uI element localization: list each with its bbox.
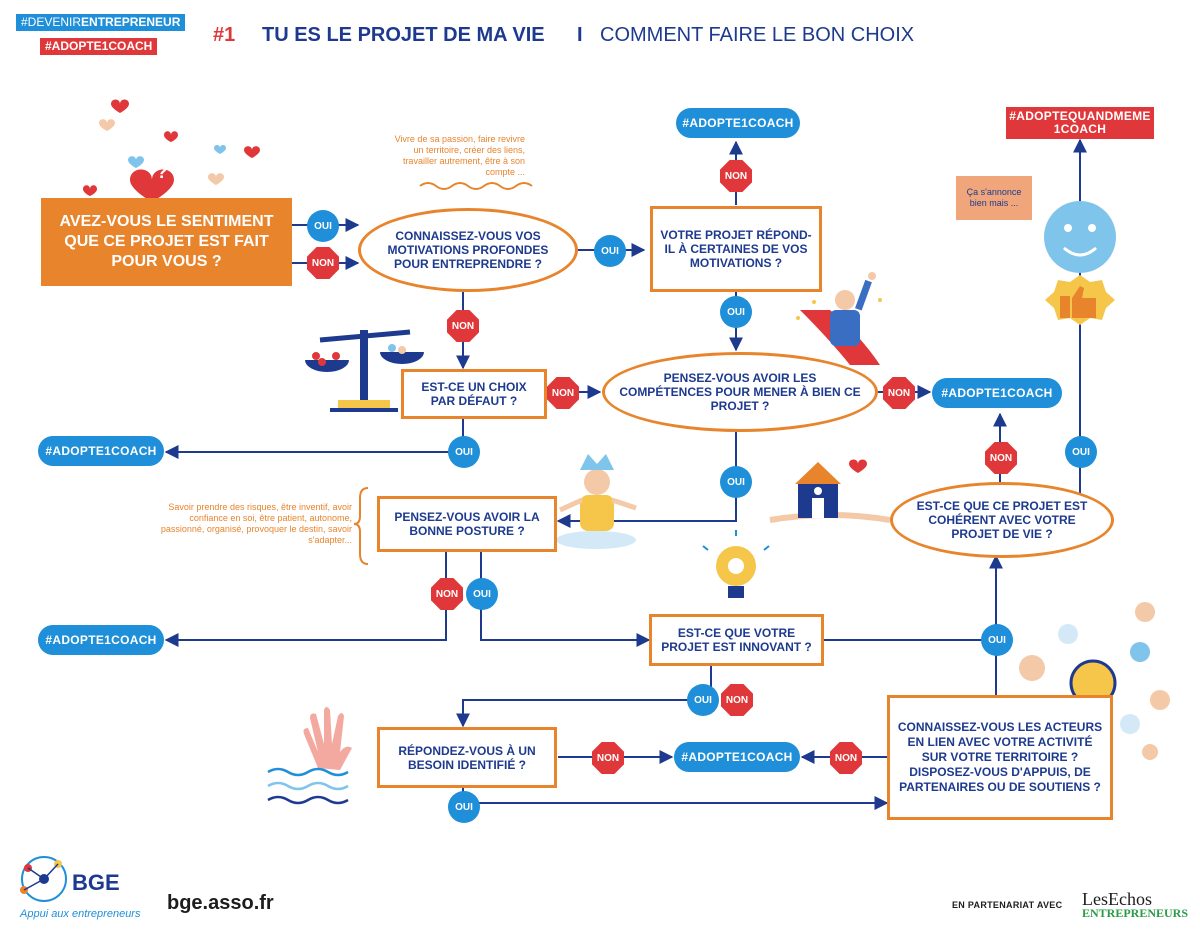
- badge-non-besoin: NON: [592, 742, 624, 774]
- title-separator: I: [577, 24, 583, 46]
- page-title: TU ES LE PROJET DE MA VIE: [262, 24, 545, 46]
- note-posture: Savoir prendre des risques, être inventi…: [160, 502, 352, 545]
- hearts-icon: [83, 99, 867, 473]
- node-repond: VOTRE PROJET RÉPOND-IL À CERTAINES DE VO…: [650, 206, 822, 292]
- badge-oui-start: OUI: [307, 210, 339, 242]
- tag-adopte1coach-competences: #ADOPTE1COACH: [932, 378, 1062, 408]
- badge-oui-motivations: OUI: [594, 235, 626, 267]
- speech-bubble: Ça s'annonce bien mais ...: [956, 176, 1032, 220]
- tag-adopte-quand-meme: #ADOPTEQUANDMEME 1COACH: [1006, 107, 1154, 139]
- people-network-icon: [1019, 602, 1170, 760]
- badge-oui-choix: OUI: [448, 436, 480, 468]
- hashtag-devenir-entrepreneur: #DEVENIRENTREPRENEUR: [16, 14, 186, 31]
- footer-url[interactable]: bge.asso.fr: [167, 892, 274, 914]
- link-innovant-oui-gauche: [456, 666, 712, 728]
- les-echos-logo: LesEchos: [1082, 889, 1152, 909]
- bge-tagline: Appui aux entrepreneurs: [20, 908, 141, 920]
- node-acteurs: CONNAISSEZ-VOUS LES ACTEURS EN LIEN AVEC…: [887, 695, 1113, 820]
- partner-label: EN PARTENARIAT AVEC: [952, 900, 1063, 910]
- badge-non-choix: NON: [547, 377, 579, 409]
- badge-oui-coherent: OUI: [1065, 436, 1097, 468]
- lightbulb-icon: [702, 530, 770, 598]
- tag-adopte1coach-top: #ADOPTE1COACH: [676, 108, 800, 138]
- link-posture-non: [164, 552, 447, 647]
- badge-non-innovant: NON: [721, 684, 753, 716]
- link-choix-oui: [164, 418, 464, 459]
- link-competences-oui: [556, 432, 737, 528]
- link-posture-oui: [480, 552, 651, 647]
- node-start: AVEZ-VOUS LE SENTIMENT QUE CE PROJET EST…: [41, 198, 292, 286]
- node-motivations: CONNAISSEZ-VOUS VOS MOTIVATIONS PROFONDE…: [358, 208, 578, 292]
- title-number: #1: [213, 24, 236, 46]
- badge-non-posture: NON: [431, 578, 463, 610]
- badge-non-acteurs: NON: [830, 742, 862, 774]
- badge-non-coherent: NON: [985, 442, 1017, 474]
- badge-non-repond: NON: [720, 160, 752, 192]
- badge-oui-besoin: OUI: [448, 791, 480, 823]
- drowning-hand-icon: [267, 707, 352, 805]
- hashtag-light-text: #DEVENIR: [21, 15, 82, 29]
- meditating-person-icon: [556, 454, 637, 549]
- page-subtitle: COMMENT FAIRE LE BON CHOIX: [600, 24, 915, 46]
- bge-logo-icon: [20, 856, 67, 902]
- badge-non-start: NON: [307, 247, 339, 279]
- hashtag-bold-text: ENTREPRENEUR: [81, 15, 181, 29]
- badge-oui-innovant: OUI: [687, 684, 719, 716]
- badge-oui-posture: OUI: [466, 578, 498, 610]
- tag-adopte1coach-besoin: #ADOPTE1COACH: [674, 742, 800, 772]
- wavy-line-icon: [419, 182, 533, 190]
- tag-adopte1coach-choix: #ADOPTE1COACH: [38, 436, 164, 466]
- heart-question-mark: ?: [156, 162, 168, 182]
- scales-icon: [305, 329, 424, 412]
- tag-adopte1coach-posture: #ADOPTE1COACH: [38, 625, 164, 655]
- node-coherent: EST-CE QUE CE PROJET EST COHÉRENT AVEC V…: [890, 482, 1114, 558]
- node-posture: PENSEZ-VOUS AVOIR LA BONNE POSTURE ?: [377, 496, 557, 552]
- hashtag-adopte1coach: #ADOPTE1COACH: [40, 38, 158, 55]
- node-besoin: RÉPONDEZ-VOUS À UN BESOIN IDENTIFIÉ ?: [377, 727, 557, 788]
- note-passion: Vivre de sa passion, faire revivre un te…: [394, 134, 525, 177]
- badge-oui-competences: OUI: [720, 466, 752, 498]
- badge-oui-repond: OUI: [720, 296, 752, 328]
- link-besoin-oui: [462, 788, 889, 810]
- badge-non-competences: NON: [883, 377, 915, 409]
- house-icon: [769, 462, 891, 523]
- badge-oui-acteurs: OUI: [981, 624, 1013, 656]
- superhero-icon: [796, 272, 882, 365]
- node-competences: PENSEZ-VOUS AVOIR LES COMPÉTENCES POUR M…: [602, 352, 878, 432]
- node-choix: EST-CE UN CHOIX PAR DÉFAUT ?: [401, 369, 547, 419]
- link-innovant-oui-droite: [824, 554, 1003, 641]
- badge-non-motivations: NON: [447, 310, 479, 342]
- thumbs-up-icon: [1045, 275, 1115, 325]
- les-echos-entrepreneurs: ENTREPRENEURS: [1082, 906, 1189, 920]
- bge-logo-text: BGE: [72, 870, 120, 895]
- bracket-icon: [353, 487, 369, 565]
- smiley-icon: [1044, 201, 1116, 273]
- node-innovant: EST-CE QUE VOTRE PROJET EST INNOVANT ?: [649, 614, 824, 666]
